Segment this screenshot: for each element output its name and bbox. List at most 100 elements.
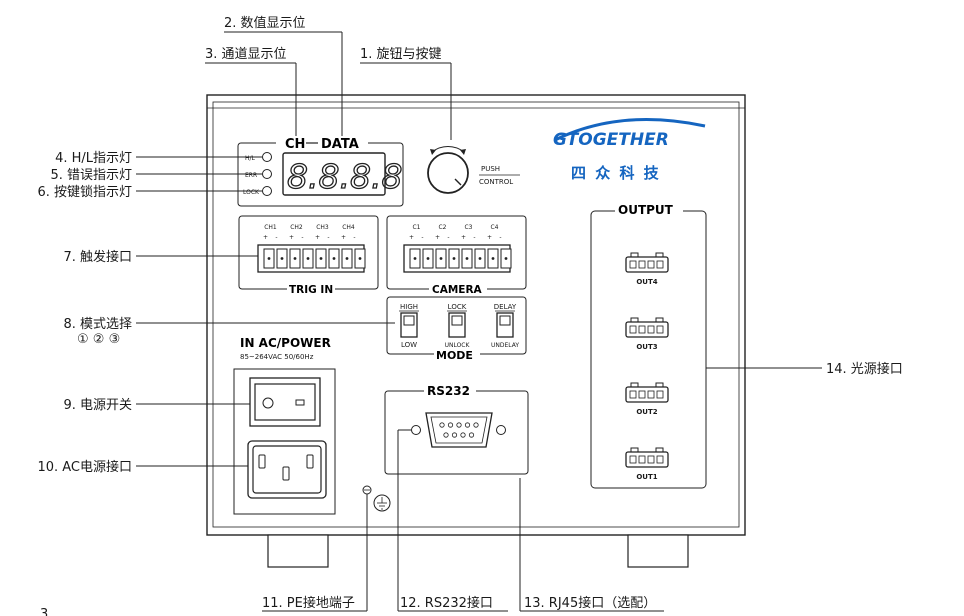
- camera-pin-screw-icon: [465, 257, 469, 260]
- callout-mode-select: 8. 模式选择: [63, 317, 132, 332]
- output-title-mask: [615, 203, 683, 217]
- rotate-arrow-left-head: [430, 149, 436, 155]
- db9-pin: [443, 432, 449, 438]
- rs232-title: RS232: [427, 384, 470, 398]
- db9-pin: [456, 422, 462, 428]
- mode-switch-bottom-label: UNLOCK: [445, 342, 471, 349]
- camera-title: CAMERA: [432, 284, 483, 296]
- output-connector-body: [625, 386, 669, 403]
- trig-plus-mark: +: [263, 234, 268, 241]
- trig-pin-screw-icon: [345, 257, 349, 260]
- db9-connector-inner: [430, 416, 488, 444]
- rotary-knob[interactable]: [427, 152, 469, 194]
- output-connector[interactable]: [625, 447, 669, 468]
- db9-pin: [464, 422, 471, 428]
- trig-pin-screw-icon: [267, 257, 271, 260]
- output-connector-pin: [647, 260, 655, 269]
- trig-channel-label: CH3: [316, 224, 329, 231]
- power-frame: [233, 368, 336, 515]
- rs232-screw-right-icon: [496, 425, 506, 435]
- output-label: OUT1: [636, 473, 657, 481]
- camera-pin-screw-icon: [452, 257, 456, 260]
- trig-title-mask: [287, 283, 335, 295]
- callout-lock-led: 6. 按键锁指示灯: [37, 184, 132, 200]
- callout-ac-port: 10. AC电源接口: [37, 459, 132, 475]
- segment-digits: 8.8.8.8: [287, 157, 402, 196]
- camera-plus-mark: +: [487, 234, 492, 241]
- db9-connector[interactable]: [425, 412, 493, 448]
- output-connector-body: [625, 256, 669, 273]
- db9-pins: [439, 422, 479, 438]
- camera-minus-mark: -: [421, 234, 423, 241]
- camera-plus-mark: +: [461, 234, 466, 241]
- mode-toggle-knob: [403, 315, 415, 326]
- callout-power-switch: 9. 电源开关: [63, 398, 132, 413]
- mode-switch-top-label: LOCK: [448, 303, 467, 311]
- camera-pin-screw-icon: [413, 257, 417, 260]
- display-title-ch: CH: [285, 137, 305, 152]
- mode-switch-bottom-label: UNDELAY: [491, 342, 519, 349]
- power-switch[interactable]: [254, 383, 316, 421]
- page-number: 3: [40, 607, 48, 616]
- callout-rs232-port: 12. RS232接口: [400, 595, 493, 611]
- output-connector-pin: [638, 390, 646, 399]
- trig-minus-mark: -: [301, 234, 303, 241]
- output-connector-pin: [656, 325, 664, 334]
- callout-pe-terminal: 11. PE接地端子: [262, 595, 355, 611]
- led-label-lock: LOCK: [243, 189, 260, 196]
- callout-trigger-port: 7. 触发接口: [63, 249, 132, 265]
- output-connector[interactable]: [625, 317, 669, 338]
- callout-mode-select-sub: ① ② ③: [77, 332, 120, 347]
- camera-terminal-pins: [409, 248, 512, 269]
- mode-title-mask: [434, 348, 480, 360]
- ground-symbol-icon: [373, 494, 391, 512]
- display-title-mask: [276, 136, 368, 150]
- brand-name: 四 众 科 技: [571, 164, 661, 182]
- callout-rj45-port: 13. RJ45接口（选配）: [524, 595, 656, 611]
- callout-data-display: 2. 数值显示位: [224, 15, 306, 31]
- trig-in-title: TRIG IN: [289, 284, 333, 296]
- trig-pin-screw-icon: [293, 257, 297, 260]
- output-connector-body: [625, 451, 669, 468]
- camera-minus-mark: -: [447, 234, 449, 241]
- output-title: OUTPUT: [618, 203, 674, 217]
- output-connector[interactable]: [625, 382, 669, 403]
- trig-plus-mark: +: [341, 234, 346, 241]
- ac-pin-earth: [282, 466, 290, 481]
- rs232-title-mask: [424, 384, 476, 398]
- lock-led-icon: [262, 186, 272, 196]
- hl-led-icon: [262, 152, 272, 162]
- camera-channel-label: C1: [412, 224, 420, 231]
- camera-title-mask: [429, 283, 487, 295]
- device-panel-inner: [212, 101, 740, 528]
- db9-pin: [447, 422, 454, 428]
- trig-channel-label: CH1: [264, 224, 277, 231]
- mode-switch-bottom-label: LOW: [401, 341, 417, 349]
- callout-light-port: 14. 光源接口: [826, 361, 903, 377]
- err-led-icon: [262, 169, 272, 179]
- right-foot: [627, 534, 689, 568]
- output-connector-pin: [647, 390, 655, 399]
- output-connector-pin: [638, 455, 646, 464]
- trig-minus-mark: -: [353, 234, 355, 241]
- ac-socket[interactable]: [252, 445, 322, 494]
- brand-logo: GTOGETHER 四 众 科 技: [553, 118, 706, 182]
- output-connector-pin: [629, 390, 637, 399]
- output-connector[interactable]: [625, 252, 669, 273]
- output-connector-pin: [656, 390, 664, 399]
- callout-err-led: 5. 错误指示灯: [50, 168, 132, 183]
- power-on-icon: [295, 399, 305, 406]
- rs232-screw-left-icon: [411, 425, 421, 435]
- output-connector-pin: [638, 325, 646, 334]
- logo-swoosh: [554, 118, 706, 142]
- db9-pin: [460, 432, 466, 438]
- trig-pin-screw-icon: [306, 257, 310, 260]
- trig-channel-label: CH4: [342, 224, 355, 231]
- display-title-data: DATA: [321, 137, 359, 152]
- output-connector-pin: [656, 260, 664, 269]
- trig-minus-mark: -: [275, 234, 277, 241]
- trig-pin-screw-icon: [319, 257, 323, 260]
- ac-pin-right: [306, 454, 314, 469]
- power-spec: 85~264VAC 50/60Hz: [240, 353, 314, 361]
